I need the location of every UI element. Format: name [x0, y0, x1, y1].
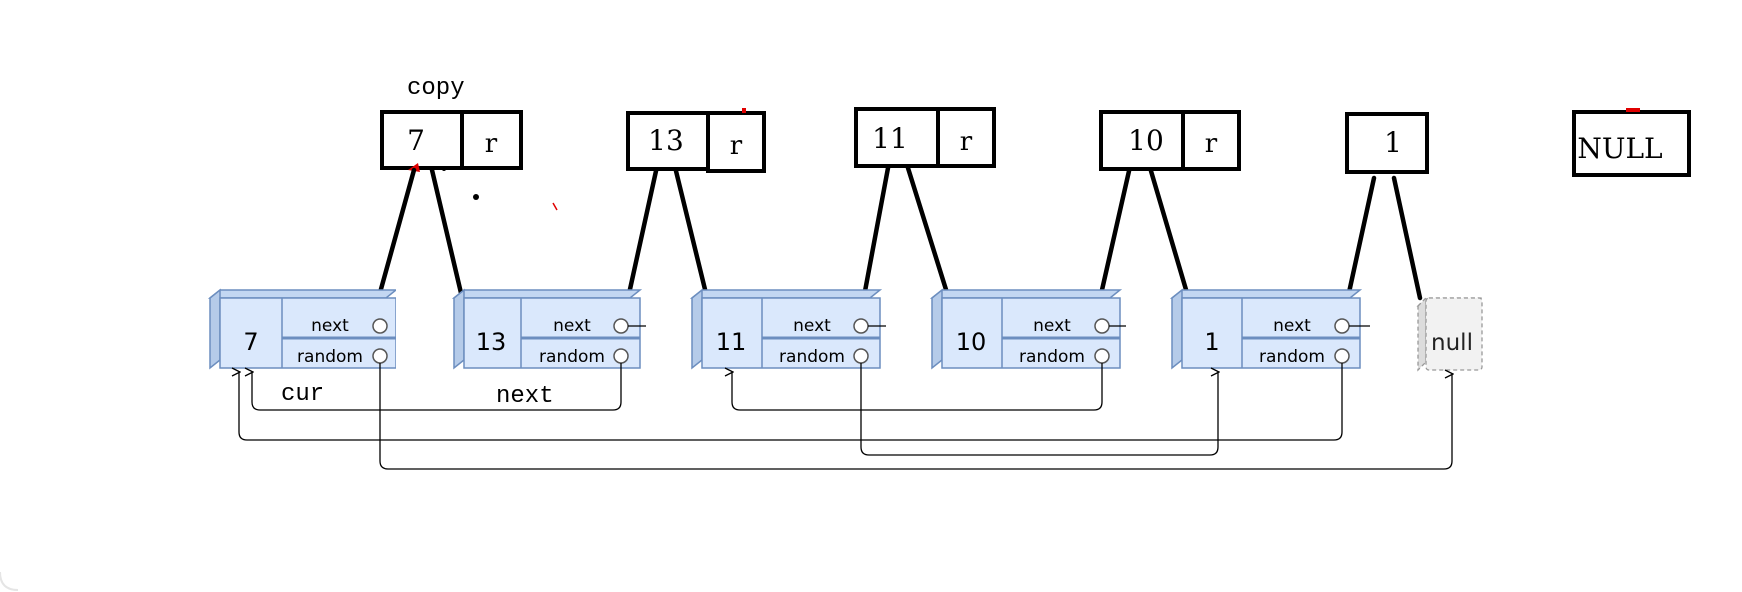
random-field-label: random	[1019, 347, 1085, 367]
list-null-node: null	[1416, 296, 1484, 372]
list-node-10: 10 next random	[929, 288, 1123, 370]
random-pointer-arrows	[239, 363, 1452, 470]
random-field-label: random	[539, 347, 605, 367]
list-node-value: 11	[716, 328, 747, 356]
dot-mark	[473, 194, 479, 200]
next-field-label: next	[793, 316, 831, 336]
list-null-label: null	[1431, 330, 1473, 356]
copy-node-value: 13	[648, 124, 684, 157]
random-field-label: random	[779, 347, 845, 367]
mask	[396, 288, 416, 372]
random-field-label: random	[1259, 347, 1325, 367]
copy-node-7: 7 r	[380, 110, 523, 170]
copy-node-random: r	[960, 127, 973, 157]
next-pointer-icon	[613, 318, 629, 334]
next-field-label: next	[1273, 316, 1311, 336]
list-node-13: 13 next random	[451, 288, 643, 370]
copy-node-11: 11 r	[854, 107, 996, 168]
copy-null: NULL	[1572, 110, 1691, 177]
next-pointer-icon	[372, 318, 388, 334]
list-node-1: 1 next random	[1169, 288, 1363, 370]
copy-connectors	[370, 165, 1423, 323]
list-node-value: 13	[476, 328, 507, 356]
list-node-11: 11 next random	[689, 288, 883, 370]
copy-node-random: r	[730, 131, 743, 161]
random-pointer-icon	[372, 348, 388, 364]
copy-node-random: r	[485, 129, 498, 159]
list-node-7: 7 next random	[207, 288, 399, 370]
cur-label: cur	[281, 381, 324, 408]
dot-mark	[442, 167, 446, 171]
copy-node-value: 1	[1384, 126, 1402, 159]
next-label: next	[496, 383, 554, 410]
copy-node-value: 11	[872, 122, 908, 155]
random-pointer-icon	[1094, 348, 1110, 364]
copy-node-value: 7	[407, 124, 425, 157]
copy-node-13: 13 r	[626, 111, 766, 173]
next-pointer-icon	[853, 318, 869, 334]
next-pointer-icon	[1094, 318, 1110, 334]
list-node-value: 7	[243, 328, 258, 356]
random-pointer-icon	[1334, 348, 1350, 364]
random-pointer-icon	[853, 348, 869, 364]
random-field-label: random	[297, 347, 363, 367]
copy-label: copy	[407, 75, 465, 102]
random-pointer-icon	[613, 348, 629, 364]
list-node-value: 1	[1204, 328, 1219, 356]
copy-node-value: 10	[1128, 124, 1164, 157]
frame-corner	[0, 571, 19, 591]
copy-node-random: r	[1205, 129, 1218, 159]
next-field-label: next	[553, 316, 591, 336]
copy-node-10: 10 r	[1099, 110, 1241, 171]
next-field-label: next	[311, 316, 349, 336]
copy-null-label: NULL	[1577, 132, 1662, 165]
next-pointer-icon	[1334, 318, 1350, 334]
list-node-value: 10	[956, 328, 987, 356]
copy-node-1: 1	[1345, 112, 1429, 174]
next-field-label: next	[1033, 316, 1071, 336]
